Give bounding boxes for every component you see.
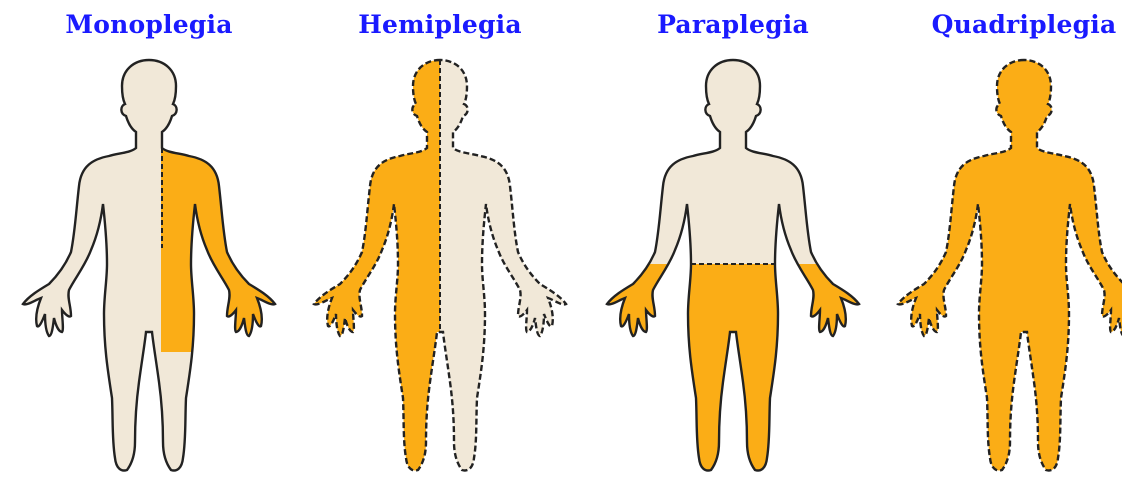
panel-title: Paraplegia <box>593 10 873 39</box>
panel-hemiplegia: Hemiplegia <box>300 0 580 481</box>
body-silhouette <box>23 60 275 471</box>
panel-title: Quadriplegia <box>884 10 1122 39</box>
body-figure-paraplegia <box>593 52 873 477</box>
panel-monoplegia: Monoplegia <box>9 0 289 481</box>
panel-quadriplegia: Quadriplegia <box>884 0 1122 481</box>
body-figure-quadriplegia <box>884 52 1122 477</box>
affected-region-left-half <box>300 52 440 477</box>
panel-title: Monoplegia <box>9 10 289 39</box>
panel-paraplegia: Paraplegia <box>593 0 873 481</box>
panel-title: Hemiplegia <box>300 10 580 39</box>
body-figure-monoplegia <box>9 52 289 477</box>
body-figure-hemiplegia <box>300 52 580 477</box>
affected-region-lower-body <box>593 264 873 477</box>
